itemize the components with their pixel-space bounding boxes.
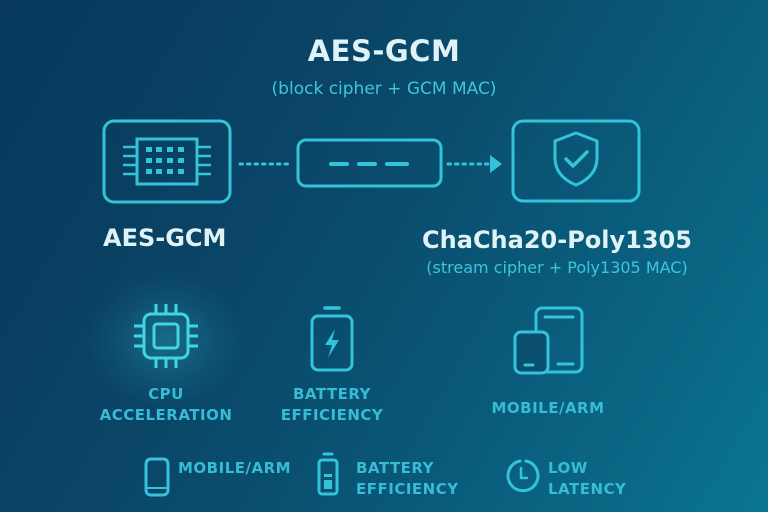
bottom-item-battery-efficiency: BATTERY EFFICIENCY <box>316 452 486 502</box>
connector-right-arrow <box>446 155 502 173</box>
shield-check-icon <box>553 131 599 187</box>
chip-icon <box>123 137 211 186</box>
feature-label-line1: CPU <box>148 385 184 403</box>
feature-label-line1: MOBILE/ARM <box>491 399 605 417</box>
bottom-label-line1: MOBILE/ARM <box>178 459 292 477</box>
diagram-title: AES-GCM <box>307 34 461 68</box>
flow-graphics <box>102 119 641 204</box>
bottom-label-line1: BATTERY <box>356 459 435 477</box>
clock-icon <box>506 459 540 493</box>
battery-charging-icon <box>310 306 354 372</box>
bottom-label-line2: EFFICIENCY <box>356 480 459 498</box>
cpu-glow <box>85 270 245 410</box>
bottom-item-mobile-arm: MOBILE/ARM <box>140 456 300 500</box>
feature-cpu-acceleration: CPU ACCELERATION <box>96 302 236 426</box>
feature-mobile-arm: MOBILE/ARM <box>478 302 618 419</box>
left-node-label: AES-GCM <box>103 224 227 252</box>
bottom-label-line2: LATENCY <box>548 480 627 498</box>
right-node-label: ChaCha20-Poly1305 <box>422 226 692 254</box>
feature-label-line1: BATTERY <box>292 385 372 403</box>
diagram-subtitle: (block cipher + GCM MAC) <box>271 79 497 99</box>
phone-icon <box>144 457 170 497</box>
right-node-sublabel: (stream cipher + Poly1305 MAC) <box>426 258 688 277</box>
right-node <box>511 119 641 203</box>
feature-label-line2: ACCELERATION <box>99 406 233 424</box>
left-node <box>102 119 232 204</box>
bottom-item-low-latency: LOW LATENCY <box>504 452 664 502</box>
mobile-tablet-icon <box>513 306 584 375</box>
cpu-icon <box>134 304 198 368</box>
battery-icon <box>317 452 339 496</box>
middle-node <box>296 138 443 188</box>
flow-diagram <box>102 119 641 204</box>
feature-label-line2: EFFICIENCY <box>280 406 384 424</box>
feature-battery-efficiency: BATTERY EFFICIENCY <box>262 302 402 426</box>
bottom-label-line1: LOW <box>548 459 588 477</box>
